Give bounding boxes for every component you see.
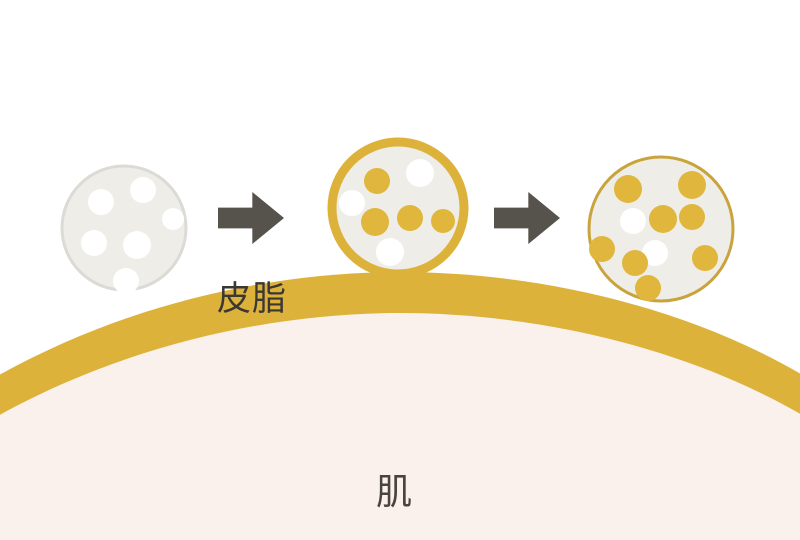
clear-sebum-dot [81,230,107,256]
oxidized-sebum-dot [679,204,705,230]
oxidized-sebum-dot [361,208,389,236]
clear-sebum-dot [123,231,151,259]
progression-arrows-group [218,192,560,244]
clear-sebum-dot [130,177,156,203]
progression-arrow-2 [494,192,560,244]
clear-sebum-dot [113,268,139,294]
clear-sebum-dot [376,238,404,266]
oxidized-sebum-dot [649,205,677,233]
clear-sebum-dot [406,159,434,187]
skin-label: 肌 [376,472,413,513]
oxidized-sebum-dot [692,245,718,271]
oxidized-sebum-dot [397,205,423,231]
clear-sebum-dot [88,189,114,215]
oxidized-sebum-dot [364,168,390,194]
sebum-label: 皮脂 [217,279,287,319]
sebum-cell-stage-1[interactable] [60,164,188,294]
oxidized-sebum-dot [614,175,642,203]
oxidized-sebum-dot [622,250,648,276]
oxidized-sebum-dot [678,171,706,199]
clear-sebum-dot [162,208,184,230]
clear-sebum-dot [642,240,668,266]
oxidized-sebum-dot [431,209,455,233]
sebum-cell-stage-2[interactable] [327,137,469,279]
oxidized-sebum-dot [635,275,661,301]
skin-layer [0,313,800,540]
clear-sebum-dot [620,208,646,234]
oxidized-sebum-dot [589,236,615,262]
sebum-cell-stage-3[interactable] [587,155,735,303]
skin-surface-group [0,272,800,540]
progression-arrow-1 [218,192,284,244]
clear-sebum-dot [339,190,365,216]
